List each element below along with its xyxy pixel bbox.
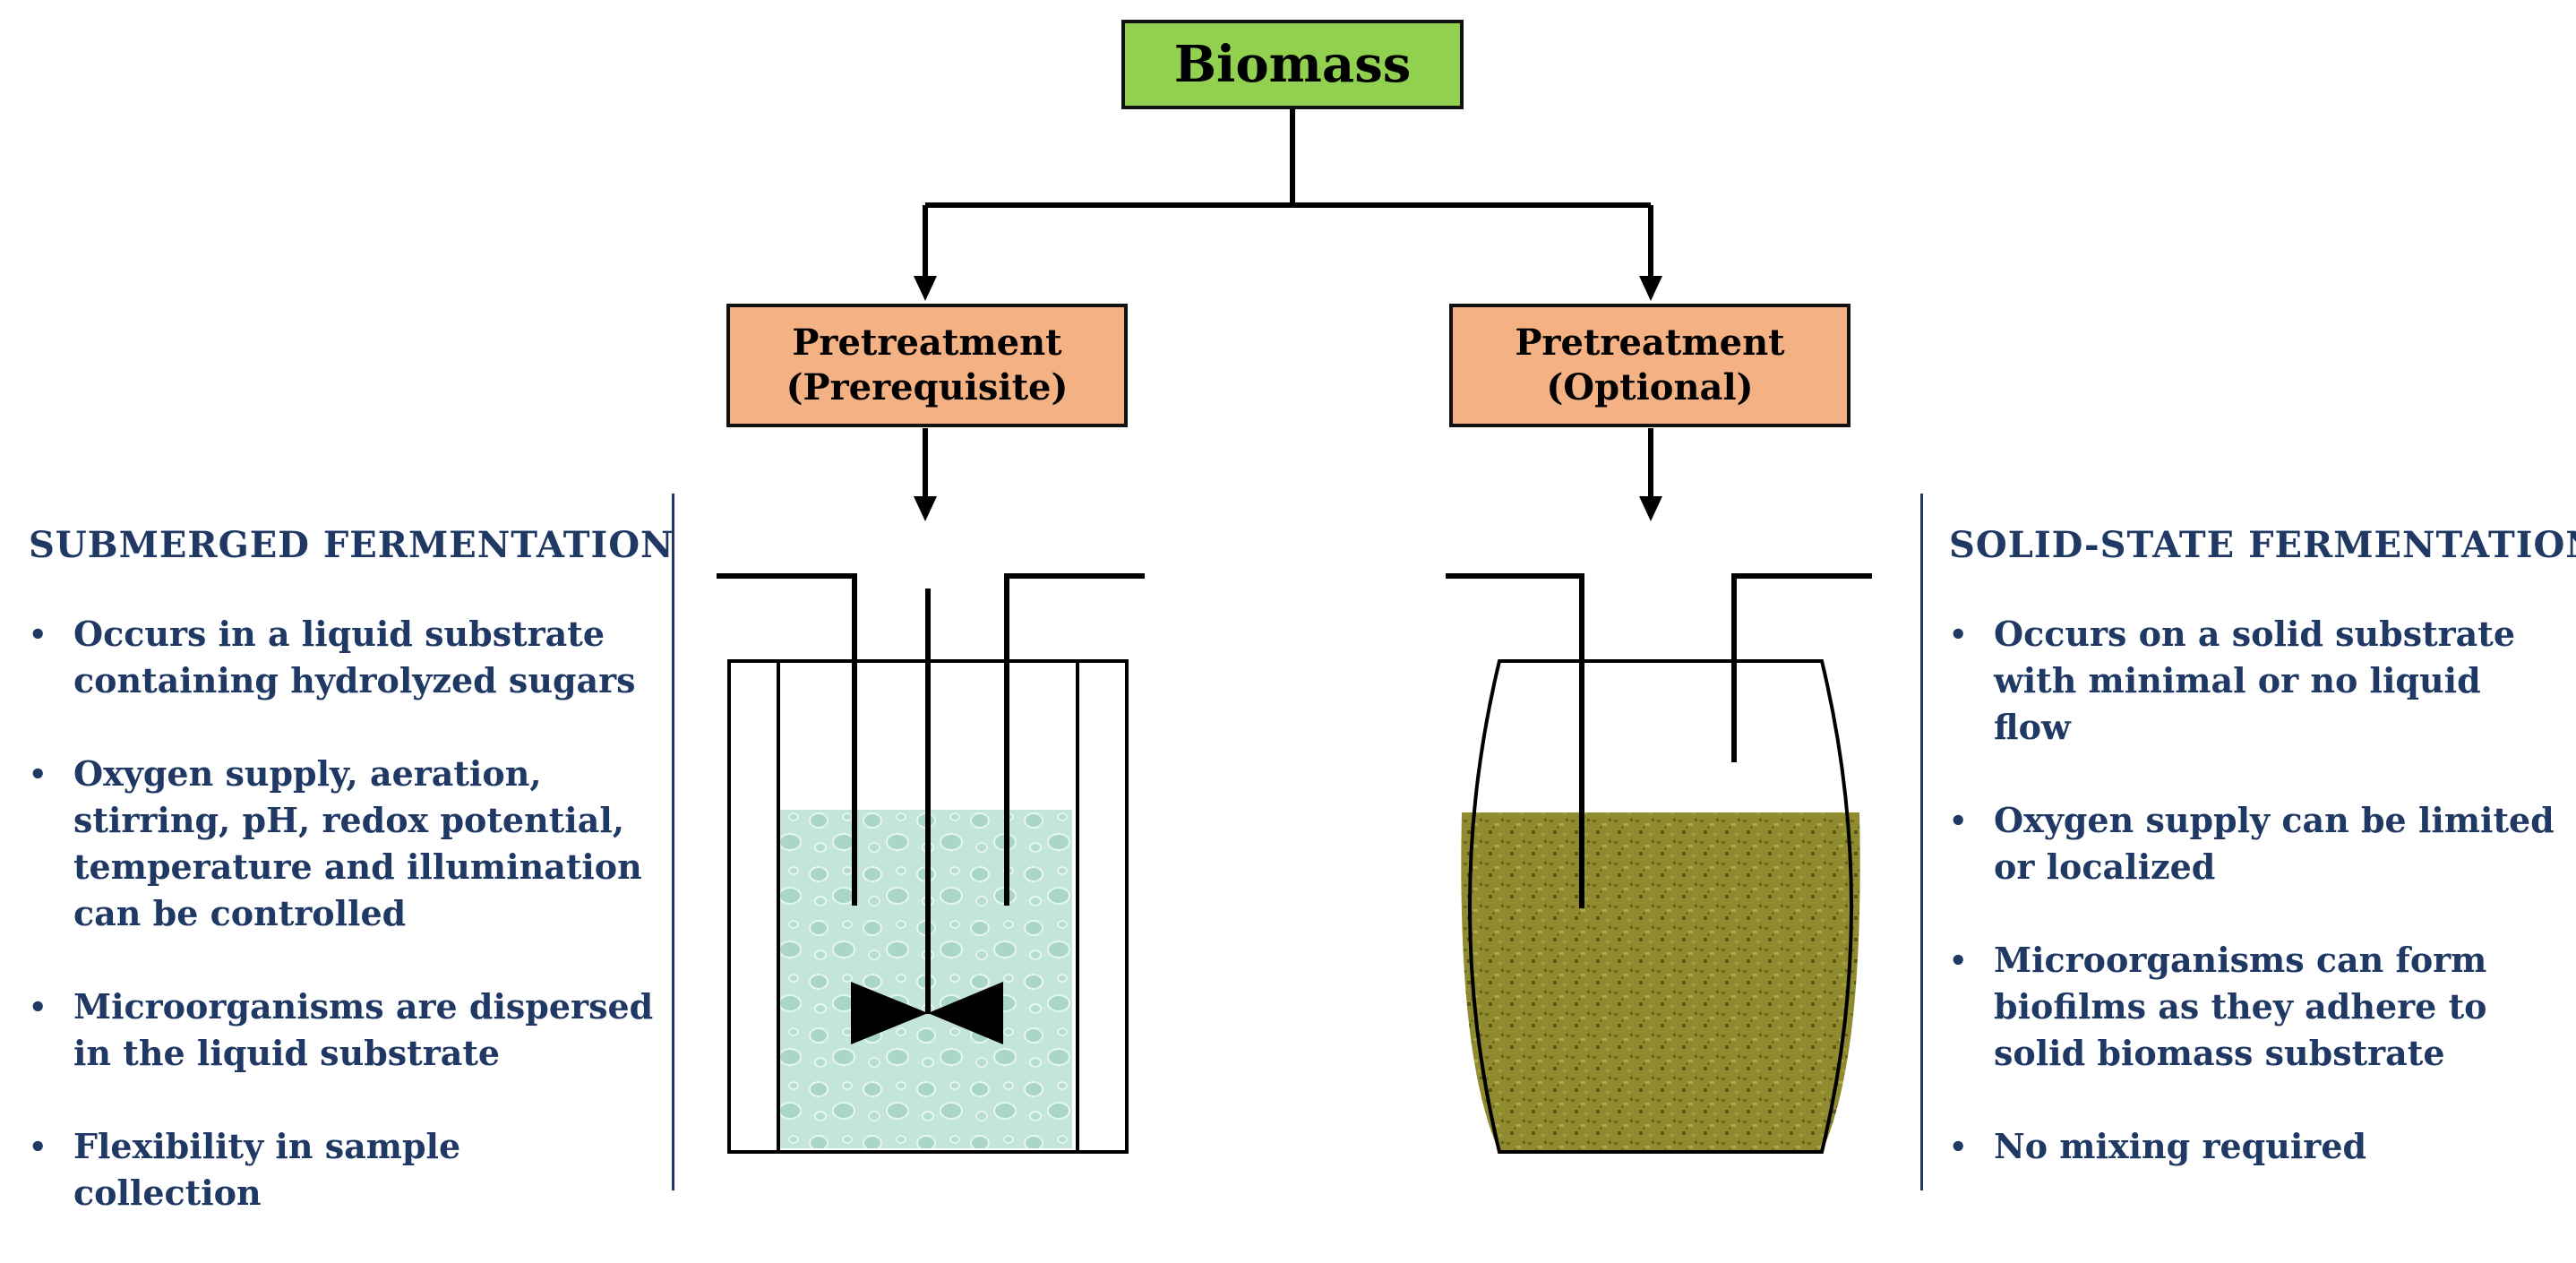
right-divider [1920, 494, 1923, 1190]
solid-state-bullet-3: Microorganisms can form biofilms as they… [1949, 937, 2558, 1077]
submerged-fermentation-panel: SUBMERGED FERMENTATION Occurs in a liqui… [29, 524, 674, 1263]
arrowheads [914, 276, 1662, 521]
connector-lines [923, 107, 1653, 498]
submerged-bullet-4: Flexibility in sample collection [29, 1123, 656, 1216]
solid-state-reactor [1446, 573, 1872, 1154]
submerged-reactor [717, 573, 1145, 1154]
left-divider [672, 494, 674, 1190]
biomass-label: Biomass [1173, 35, 1412, 94]
solid-state-bullet-2: Oxygen supply can be limited or localize… [1949, 797, 2558, 890]
solid-outlet-tube [1731, 573, 1872, 762]
solid-state-bullet-4: No mixing required [1949, 1123, 2558, 1170]
arrow-to-right-pretreatment [1639, 276, 1662, 301]
impeller [851, 982, 928, 1044]
barrel-vessel [1468, 659, 1853, 1154]
solid-inlet-tube [1446, 573, 1584, 908]
arrow-to-solid-reactor [1639, 496, 1662, 521]
solid-state-bullet-1: Occurs on a solid substrate with minimal… [1949, 611, 2558, 751]
biomass-box: Biomass [1121, 20, 1464, 109]
pretreatment-prerequisite-box: Pretreatment (Prerequisite) [726, 304, 1128, 427]
submerged-bullet-2: Oxygen supply, aeration, stirring, pH, r… [29, 751, 656, 937]
arrow-to-submerged-reactor [914, 496, 937, 521]
solid-state-title: SOLID-STATE FERMENTATION [1949, 524, 2576, 566]
submerged-title: SUBMERGED FERMENTATION [29, 524, 674, 566]
pretreatment-optional-box: Pretreatment (Optional) [1449, 304, 1850, 427]
left-inlet-tube [717, 573, 857, 906]
solid-substrate [1461, 812, 1860, 1152]
submerged-bullet-1: Occurs in a liquid substrate containing … [29, 611, 656, 704]
right-outlet-tube [1004, 573, 1145, 906]
pretreatment-right-line1: Pretreatment [1515, 322, 1785, 364]
solid-state-fermentation-panel: SOLID-STATE FERMENTATION Occurs on a sol… [1949, 524, 2576, 1216]
pretreatment-right-line2: (Optional) [1546, 366, 1754, 408]
pretreatment-left-line1: Pretreatment [792, 322, 1062, 364]
submerged-bullet-3: Microorganisms are dispersed in the liqu… [29, 984, 656, 1077]
pretreatment-left-line2: (Prerequisite) [786, 366, 1069, 408]
arrow-to-left-pretreatment [914, 276, 937, 301]
diagram-graphics [717, 107, 1872, 1154]
